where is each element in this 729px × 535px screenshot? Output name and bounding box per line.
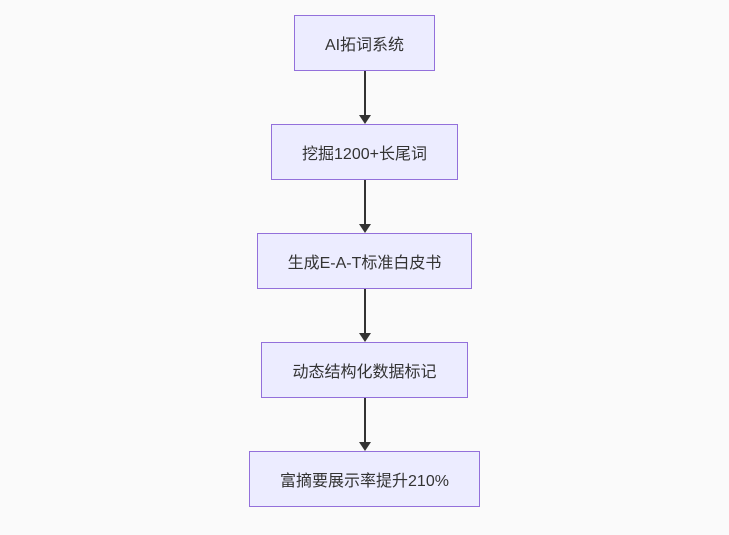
arrow-line [363,71,366,115]
arrow-line [363,398,366,442]
arrow-line [363,180,366,224]
flow-arrow-2 [358,180,371,233]
flow-node-longtail-mining: 挖掘1200+长尾词 [271,124,458,180]
flow-arrow-4 [358,398,371,451]
flow-node-label: 动态结构化数据标记 [292,364,437,381]
arrow-head-icon [358,442,371,451]
flow-node-label: 富摘要展示率提升210% [280,473,449,490]
arrow-head-icon [358,333,371,342]
flow-arrow-3 [358,289,371,342]
flow-node-structured-data: 动态结构化数据标记 [261,342,468,398]
flow-node-rich-snippet-result: 富摘要展示率提升210% [249,451,480,507]
flow-node-eat-whitepaper: 生成E-A-T标准白皮书 [256,233,473,289]
flow-node-label: 挖掘1200+长尾词 [302,146,427,163]
arrow-head-icon [358,224,371,233]
flow-node-label: AI拓词系统 [324,37,405,54]
arrow-line [363,289,366,333]
flow-node-label: 生成E-A-T标准白皮书 [287,255,442,272]
flow-arrow-1 [358,71,371,124]
arrow-head-icon [358,115,371,124]
flow-node-ai-keyword-system: AI拓词系统 [293,15,436,71]
